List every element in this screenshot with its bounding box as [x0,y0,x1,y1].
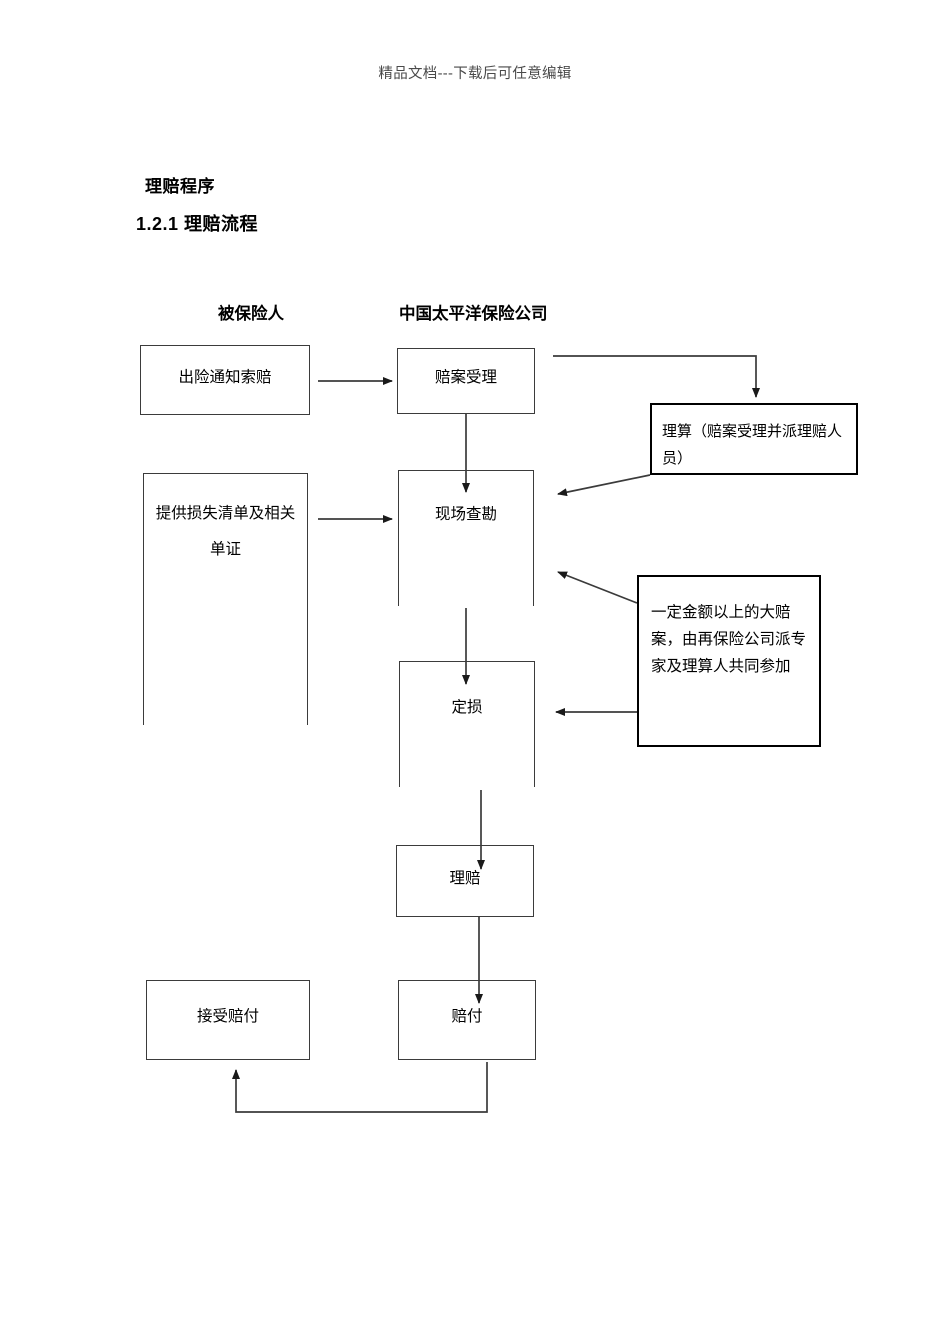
node-peifu-label: 赔付 [451,1008,483,1025]
watermark-text: 精品文档---下载后可任意编辑 [378,66,572,82]
node-chakan-label: 现场查勘 [434,506,497,523]
node-lipei-label: 理赔 [449,870,481,887]
edge-lisuan-chakan [557,474,651,497]
edge-peifu-jieshou [232,1062,488,1113]
node-chuxian: 出险通知索赔 [140,345,310,415]
node-dingsun: 定损 [399,661,535,787]
node-lisuan-label: 理算（赔案受理并派理赔人员） [662,423,843,467]
node-chakan: 现场查勘 [398,470,534,606]
edge-dajian-chakan [557,571,638,604]
node-jieshou-label: 接受赔付 [196,1008,259,1025]
page-title: 理赔程序 [145,177,215,196]
node-dajian: 一定金额以上的大赔案，由再保险公司派专家及理算人共同参加 [637,575,821,747]
node-lipei: 理赔 [396,845,534,917]
section-heading: 1.2.1 理赔流程 [136,214,259,234]
node-dingsun-label: 定损 [451,699,483,716]
node-peifu: 赔付 [398,980,536,1060]
edge-shouli-lisuan [553,355,760,398]
column-header-insurer: 中国太平洋保险公司 [399,305,548,323]
node-chuxian-label: 出险通知索赔 [178,369,272,386]
node-shouli-label: 赔案受理 [434,369,497,386]
node-jieshou: 接受赔付 [146,980,310,1060]
column-header-insured: 被保险人 [218,305,284,323]
node-dajian-label: 一定金额以上的大赔案，由再保险公司派专家及理算人共同参加 [651,604,807,676]
node-tigong: 提供损失清单及相关单证 [143,473,308,725]
node-lisuan: 理算（赔案受理并派理赔人员） [650,403,858,475]
node-shouli: 赔案受理 [397,348,535,414]
node-tigong-label: 提供损失清单及相关单证 [155,505,296,558]
